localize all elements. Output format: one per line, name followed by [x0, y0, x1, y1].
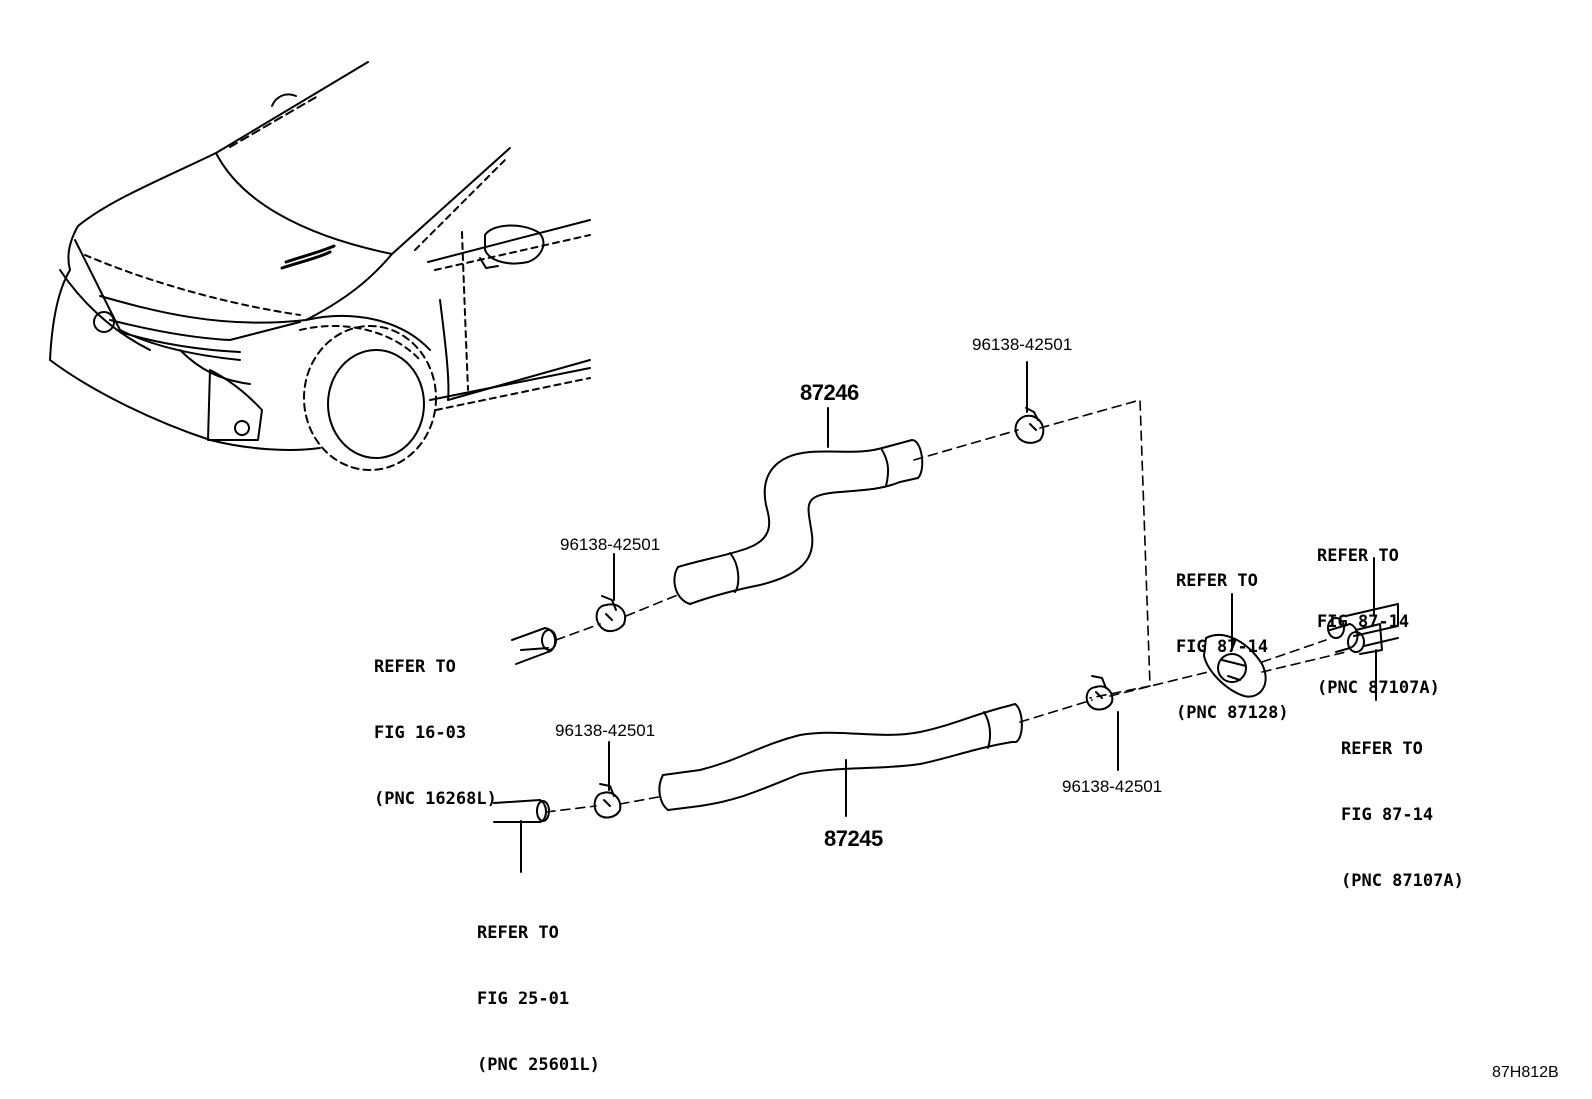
reference-pnc-87107a-top: REFER TO FIG 87-14 (PNC 87107A) [1317, 501, 1440, 743]
ref-line: FIG 87-14 [1341, 805, 1434, 825]
ref-line: (PNC 25601L) [477, 1055, 600, 1075]
clamp-label-lower-right: 96138-42501 [1062, 777, 1163, 796]
diagram-id: 87H812B [1492, 1064, 1559, 1081]
leader-lines [520, 361, 1377, 873]
part-number-87246: 87246 [800, 380, 859, 405]
part-number-87245: 87245 [824, 826, 883, 851]
clamp-label-lower-left: 96138-42501 [555, 721, 656, 740]
vehicle-illustration [49, 61, 591, 471]
clamp-label-upper-left: 96138-42501 [560, 535, 661, 554]
ref-line: FIG 25-01 [477, 989, 570, 1009]
reference-fig-25-01: REFER TO FIG 25-01 (PNC 25601L) [477, 878, 600, 1099]
ref-line: FIG 16-03 [374, 723, 467, 743]
clamp-drawings [593, 407, 1114, 819]
pipe-drawings [493, 603, 1399, 823]
ref-line: (PNC 87107A) [1317, 678, 1440, 698]
center-lines [545, 399, 1347, 813]
ref-line: REFER TO [1317, 546, 1399, 566]
ref-line: (PNC 16268L) [374, 789, 497, 809]
ref-line: (PNC 87128) [1176, 703, 1289, 723]
ref-line: REFER TO [374, 657, 456, 677]
ref-line: REFER TO [1176, 571, 1258, 591]
ref-line: REFER TO [1341, 739, 1423, 759]
reference-pnc-87128: REFER TO FIG 87-14 (PNC 87128) [1176, 526, 1289, 768]
reference-pnc-87107a-bottom: REFER TO FIG 87-14 (PNC 87107A) [1341, 694, 1464, 936]
ref-line: REFER TO [477, 923, 559, 943]
hose-87245-drawing [658, 703, 1023, 811]
clamp-label-upper-right: 96138-42501 [972, 335, 1073, 354]
reference-fig-16-03: REFER TO FIG 16-03 (PNC 16268L) [374, 612, 497, 854]
ref-line: FIG 87-14 [1176, 637, 1269, 657]
hose-87246-drawing [673, 439, 924, 605]
ref-line: FIG 87-14 [1317, 612, 1410, 632]
ref-line: (PNC 87107A) [1341, 871, 1464, 891]
